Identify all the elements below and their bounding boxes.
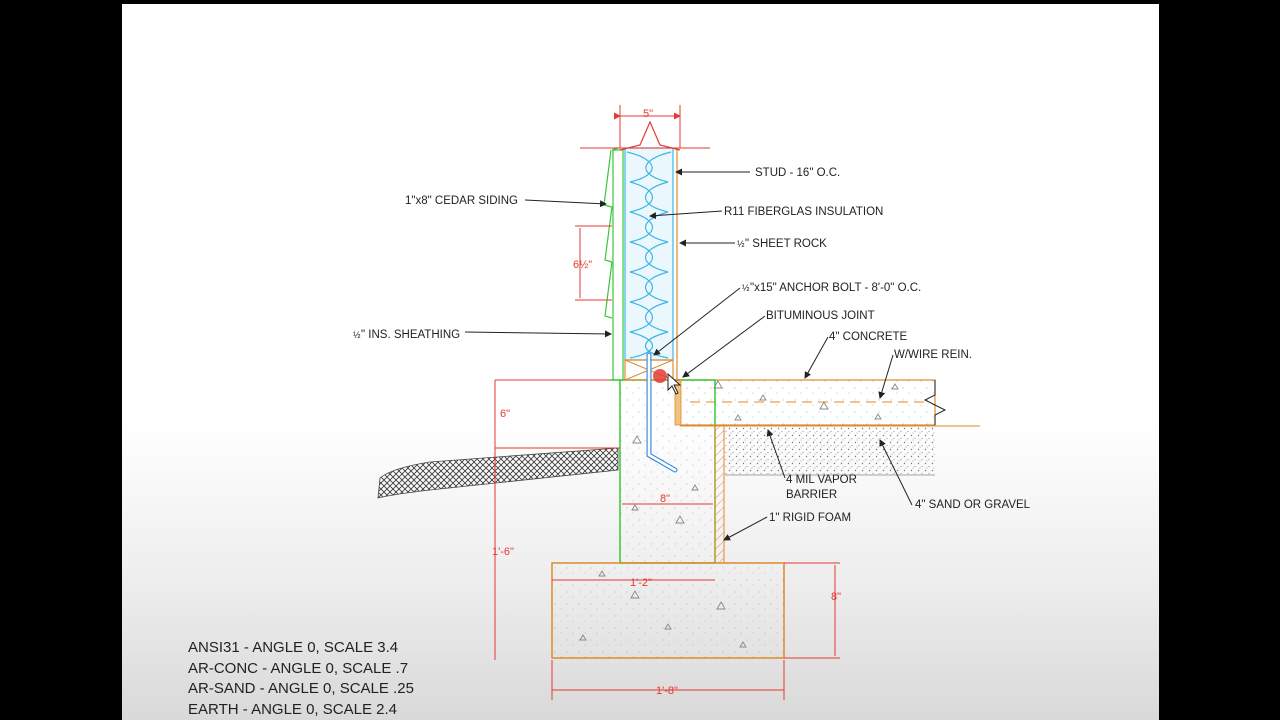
legend-line-ar-sand: AR-SAND - ANGLE 0, SCALE .25 [188,680,414,697]
label-vapor-barrier-2: BARRIER [786,489,837,501]
label-concrete: 4" CONCRETE [829,331,908,343]
break-line [923,380,947,425]
dim-stem-width: 8" [660,493,670,505]
wall-break-line [619,120,681,151]
insulation-batt [624,147,674,361]
dim-top-of-slab: 6" [500,408,510,420]
rigid-foam [714,424,725,564]
legend-line-earth: EARTH - ANGLE 0, SCALE 2.4 [188,700,397,718]
label-sheathing-fraction: ½ [353,330,361,340]
label-stud: STUD - 16" O.C. [755,167,840,179]
mouse-pointer-icon [667,372,682,395]
label-anchor-bolt: "x15" ANCHOR BOLT - 8'-0" O.C. [750,282,921,294]
cursor-highlight [653,369,667,383]
label-anchor-fraction: ½ [742,283,750,293]
earth-grade [377,447,619,499]
label-sand-gravel: 4" SAND OR GRAVEL [915,499,1031,511]
label-insulation: R11 FIBERGLAS INSULATION [724,206,883,218]
dim-footing-width: 1'-8" [656,685,678,697]
label-rigid-foam: 1" RIGID FOAM [769,512,851,524]
legend-line-ar-conc: AR-CONC - ANGLE 0, SCALE .7 [188,659,409,677]
label-bituminous-joint: BITUMINOUS JOINT [766,310,875,322]
label-sheetrock-fraction: ½ [737,239,745,249]
sand-gravel-bed [725,427,935,475]
label-sheetrock: " SHEET ROCK [745,238,827,250]
dim-footing-height: 8" [831,591,841,603]
legend-line-ansi31: ANSI31 - ANGLE 0, SCALE 3.4 [188,639,399,656]
label-sheathing: " INS. SHEATHING [361,329,460,341]
label-wire-rein: W/WIRE REIN. [894,349,972,361]
dim-wall-width: 5" [643,108,653,120]
footing [551,562,785,659]
bituminous-joint-strip [674,379,682,426]
sheathing [612,149,624,381]
label-cedar-siding: 1"x8" CEDAR SIDING [405,195,518,207]
dim-siding-exposure: 6½" [573,259,592,271]
dim-stem-height: 1'-6" [492,546,514,558]
cedar-siding [603,147,619,319]
stem-wall [619,379,716,564]
dim-footing-inner: 1'-2" [630,577,652,589]
label-vapor-barrier-1: 4 MIL VAPOR [786,474,857,486]
aggregate-marks [579,380,899,648]
hatch-legend: ANSI31 - ANGLE 0, SCALE 3.4 AR-CONC - AN… [188,638,414,720]
